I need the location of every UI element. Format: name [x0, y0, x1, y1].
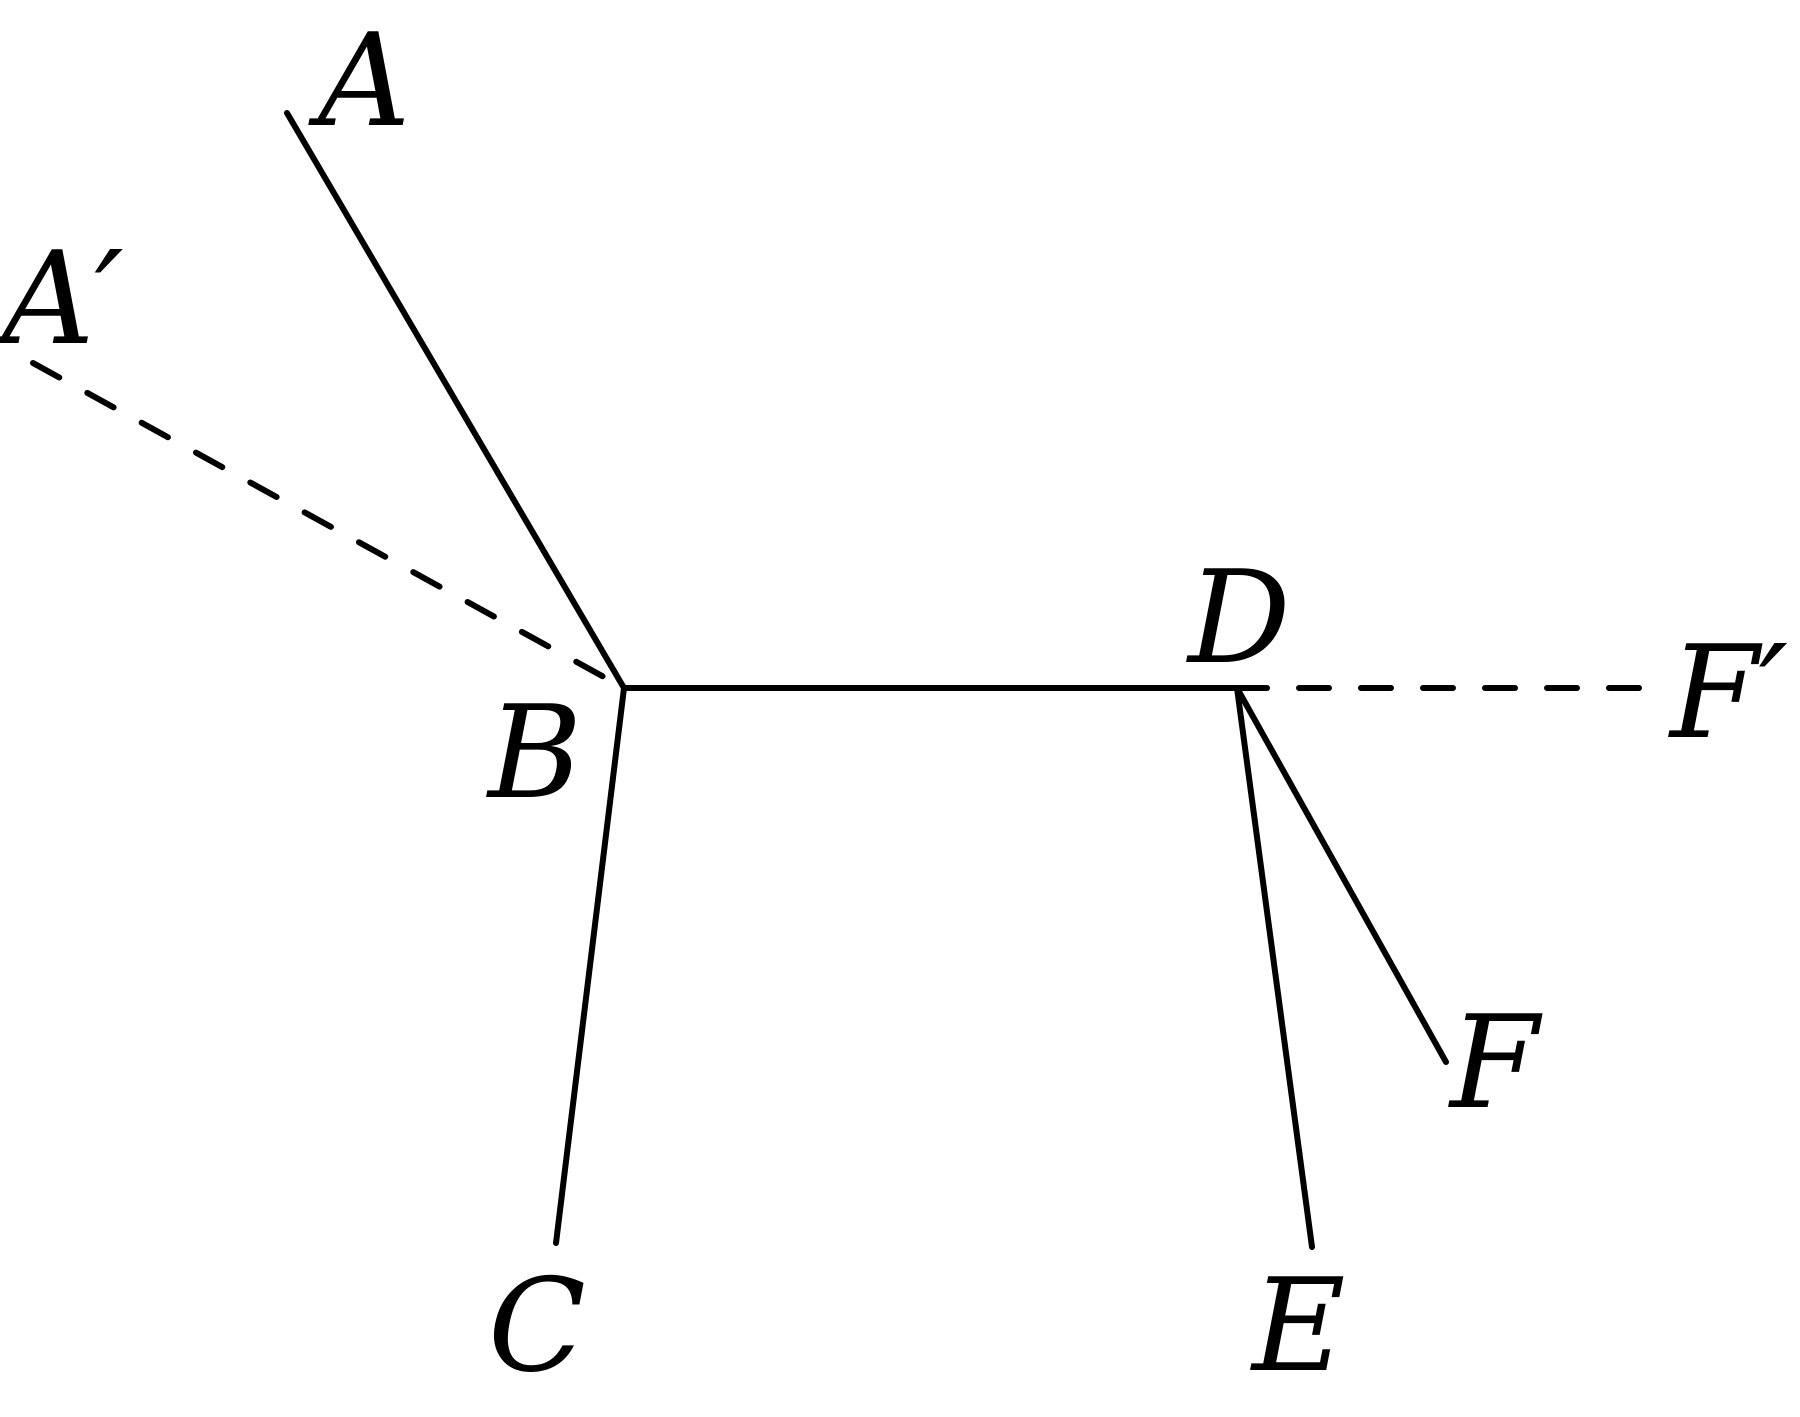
- point-label-a-prime: A′: [0, 225, 124, 374]
- point-label-c: C: [488, 1252, 586, 1401]
- point-label-a: A: [308, 7, 410, 156]
- point-label-d: D: [1186, 544, 1291, 693]
- point-label-f-prime: F′: [1668, 619, 1788, 768]
- point-label-f: F: [1448, 989, 1543, 1138]
- segment-b-c: [553, 685, 627, 1246]
- point-label-b: B: [486, 679, 582, 828]
- point-label-e: E: [1250, 1252, 1345, 1401]
- segment-a-prime-b: [30, 360, 627, 691]
- segment-d-f: [1234, 685, 1449, 1065]
- segment-d-e: [1234, 685, 1315, 1250]
- segment-a-b: [284, 110, 627, 691]
